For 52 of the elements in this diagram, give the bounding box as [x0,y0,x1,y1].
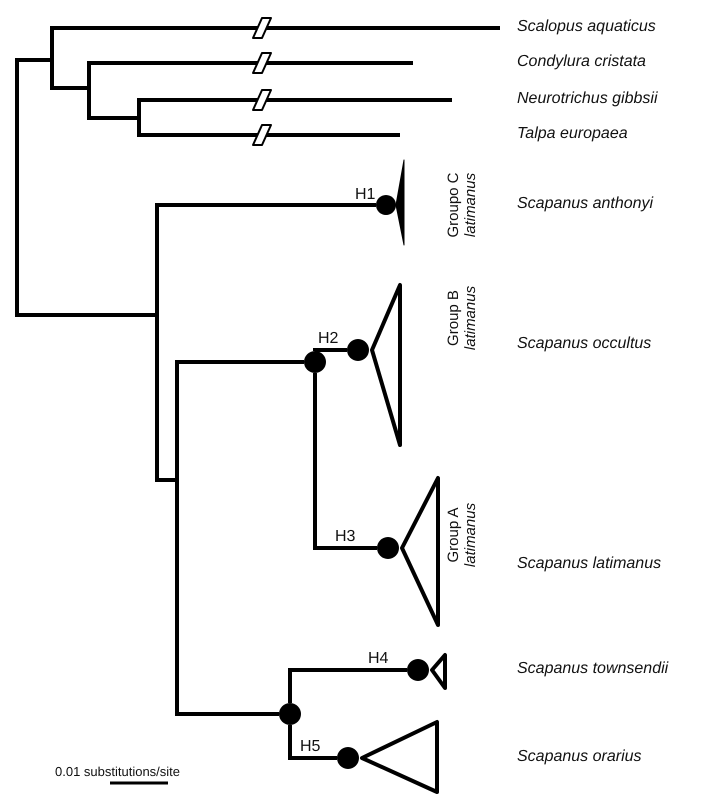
collapsed-clade-triangle [370,283,402,447]
tree-branch [141,98,452,102]
scale-label: 0.01 substitutions/site [55,764,180,779]
species-name: Talpa europaea [517,125,628,143]
tree-junction [50,26,54,90]
tree-branch [54,86,87,90]
tree-branch [159,478,175,482]
node-dot [377,537,399,559]
tree-junction [15,58,19,317]
haplogroup-label: H4 [368,650,388,668]
species-name: Scapanus occultus [517,335,652,353]
tree-branch [19,313,155,317]
node-dot [407,659,429,681]
species-name: Neurotrichus gibbsii [517,90,658,108]
tree-branch [91,61,413,65]
tree-branch [288,725,337,760]
tree-branch [179,360,304,364]
node-dot [376,195,396,215]
node-dot [304,351,326,373]
tree-junction [87,61,91,120]
group-label: Groupo C latimanus [445,171,479,240]
collapsed-clade-triangle [400,476,440,627]
tree-branch [288,668,407,703]
tree-branch [91,116,137,120]
species-name: Scapanus townsendii [517,660,668,678]
group-label: Group B latimanus [445,284,479,352]
node-dot [337,747,359,769]
haplogroup-label: H5 [300,738,320,756]
species-name: Scapanus latimanus [517,555,662,573]
node-dot [347,339,369,361]
node-dot [279,703,301,725]
species-name: Scalopus aquaticus [517,18,656,36]
tree-branch [141,133,400,137]
tree-branch [19,58,50,62]
tree-junction [155,203,159,482]
collapsed-clade-triangle [430,653,447,690]
tree-branch [179,712,279,716]
haplogroup-label: H2 [318,330,338,348]
species-name: Condylura cristata [517,53,646,71]
species-name: Scapanus anthonyi [517,195,654,213]
collapsed-clade-triangle [360,720,439,794]
group-label: Group A latimanus [445,502,479,570]
haplogroup-label: H3 [335,528,356,546]
tree-branch [159,203,376,207]
haplogroup-label: H1 [355,186,376,204]
collapsed-clade-triangle [396,160,404,246]
tree-branch [54,26,500,30]
species-name: Scapanus orarius [517,748,642,766]
tree-branch [313,348,347,352]
tree-junction [175,360,179,716]
tree-junction [137,98,141,137]
tree-branch [313,373,377,550]
